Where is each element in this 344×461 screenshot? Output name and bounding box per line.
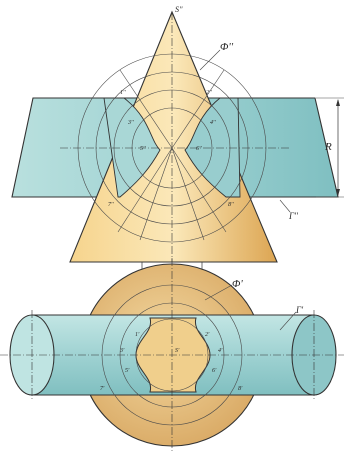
point-label-front: 8'' (228, 202, 234, 208)
prism-label-top: Γ' (295, 305, 304, 315)
point-label-front: 2'' (206, 90, 212, 96)
point-label-front: 3'' (127, 120, 134, 126)
diameter-label-top: Φ' (232, 278, 243, 290)
prism-label-front: Γ'' (288, 211, 299, 221)
point-label-front: 1'' (120, 90, 126, 96)
dimension-label: R (324, 141, 332, 153)
point-label-top: 8' (238, 386, 243, 392)
point-label-front: 5'' (140, 146, 146, 152)
point-label-front: 4'' (210, 119, 216, 126)
point-label-top: 4' (218, 347, 223, 354)
point-label-front: 7'' (108, 202, 114, 208)
point-label-top: 2' (205, 332, 210, 338)
front-view: S'' Φ'' R Γ'' 1'' 2'' 3'' 4'' 5'' 6'' 7'… (11, 5, 344, 294)
diameter-label-front: Φ'' (220, 41, 234, 53)
point-label-top: 1' (135, 332, 140, 338)
point-label-front: 6'' (196, 146, 202, 152)
top-view: Φ' Γ' S' 1' 2' 3' 4' 5' 6' 7' 8' (0, 258, 344, 452)
intersection-curve-right (184, 97, 241, 198)
point-label-top: 5' (125, 368, 130, 374)
point-label-top: 7' (100, 386, 105, 392)
apex-label: S'' (175, 5, 183, 14)
apex-label-top: S' (175, 348, 180, 354)
point-label-top: 3' (119, 348, 125, 354)
point-label-top: 6' (212, 368, 217, 374)
